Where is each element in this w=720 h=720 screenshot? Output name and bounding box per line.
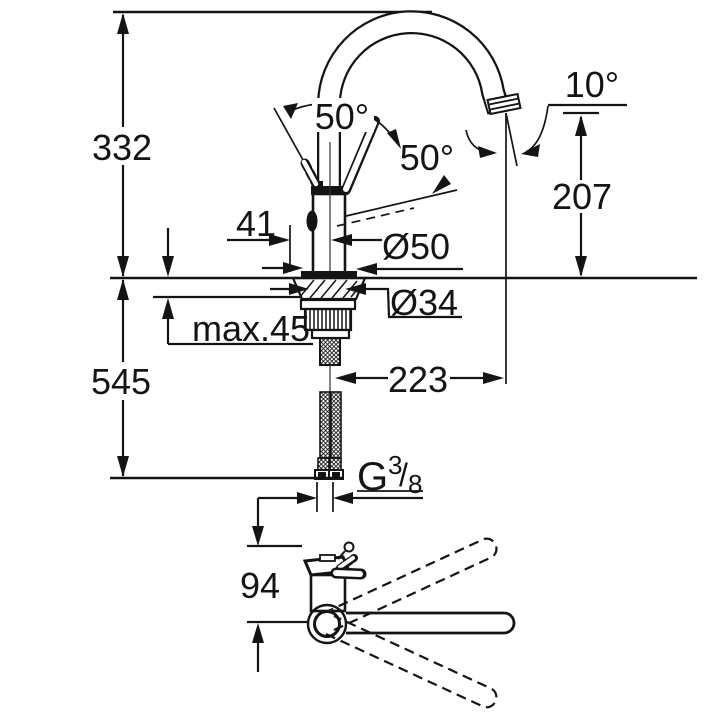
- dimension-arrows: [117, 13, 587, 643]
- tilt-arc-arrow: [478, 146, 497, 158]
- label-backgrounds: [95, 98, 611, 400]
- label-thread-slash: /: [399, 457, 408, 493]
- lever-solid-fill: [343, 120, 377, 192]
- label-height-below: 545: [91, 361, 151, 402]
- threaded-shank: [319, 337, 341, 366]
- faucet-top-view: [302, 537, 516, 709]
- lever-angle-arrow: [432, 175, 451, 194]
- spout-tube-fill: [319, 12, 508, 197]
- label-thread-denominator: 8: [408, 469, 422, 499]
- supply-hose-right: [330, 391, 342, 459]
- label-total-height: 332: [92, 127, 152, 168]
- spout-solid-position: [346, 611, 516, 635]
- cartridge-cap: [311, 186, 347, 195]
- swivel-ring-outer: [306, 603, 348, 645]
- swivel-arc-arrow-right: [387, 129, 401, 149]
- label-hole-diameter: Ø34: [390, 282, 458, 323]
- knurled-nut: [303, 307, 353, 332]
- topview-hook-detail: [343, 541, 355, 553]
- swivel-arc-arrow-left: [283, 103, 298, 119]
- lever-dashed-fill: [301, 159, 319, 187]
- label-base-diameter: Ø50: [382, 226, 450, 267]
- hose-nut-core: [318, 472, 326, 477]
- label-lever-angle: 50°: [400, 137, 454, 178]
- topview-lever-dashed-fill: [338, 556, 355, 569]
- lever-angle-ray-left: [273, 107, 304, 161]
- label-swivel-angle: 50°: [315, 96, 369, 137]
- label-spout-reach: 223: [388, 359, 448, 400]
- nut-step: [310, 328, 351, 340]
- dimension-lines: [121, 15, 627, 672]
- swivel-ring-inner: [313, 610, 341, 638]
- hose-fitting: [329, 457, 342, 471]
- hose-nut-core: [332, 472, 340, 477]
- supply-hose-left: [319, 391, 331, 459]
- spout-swivel-down-dashed: [325, 615, 498, 709]
- label-outlet-tilt: 10°: [565, 64, 619, 105]
- aerator-stripe: [488, 97, 519, 106]
- hose-fitting: [317, 457, 330, 471]
- lever-open-dashed: [336, 207, 415, 227]
- thread-label: G 3 / 8: [357, 450, 422, 499]
- label-max-thickness: max.45: [192, 308, 310, 349]
- lever-open-ray: [345, 189, 458, 217]
- topview-cap-tab: [319, 554, 336, 562]
- label-body-depth: 94: [240, 565, 280, 606]
- tilt-arc-right: [525, 105, 549, 153]
- dimension-labels: 332 50° 50° 10° 207 41 Ø50 Ø34 max.45 54…: [91, 64, 619, 606]
- aerator-stripe: [489, 102, 520, 111]
- outlet-tilt-line: [505, 112, 518, 167]
- body-detail-dot: [306, 210, 318, 232]
- spout-swivel-up-dashed: [325, 537, 498, 631]
- faucet-body: [311, 192, 347, 279]
- tilt-arc-arrow: [521, 144, 540, 157]
- faucet-side-view: [110, 10, 697, 480]
- topview-hook-tail: [337, 550, 346, 560]
- base-flange: [301, 271, 357, 278]
- label-lever-offset: 41: [236, 203, 276, 244]
- label-outlet-height: 207: [552, 176, 612, 217]
- label-thread-g: G: [357, 455, 388, 499]
- label-thread-numerator: 3: [388, 450, 402, 480]
- topview-lever-fill: [333, 570, 363, 577]
